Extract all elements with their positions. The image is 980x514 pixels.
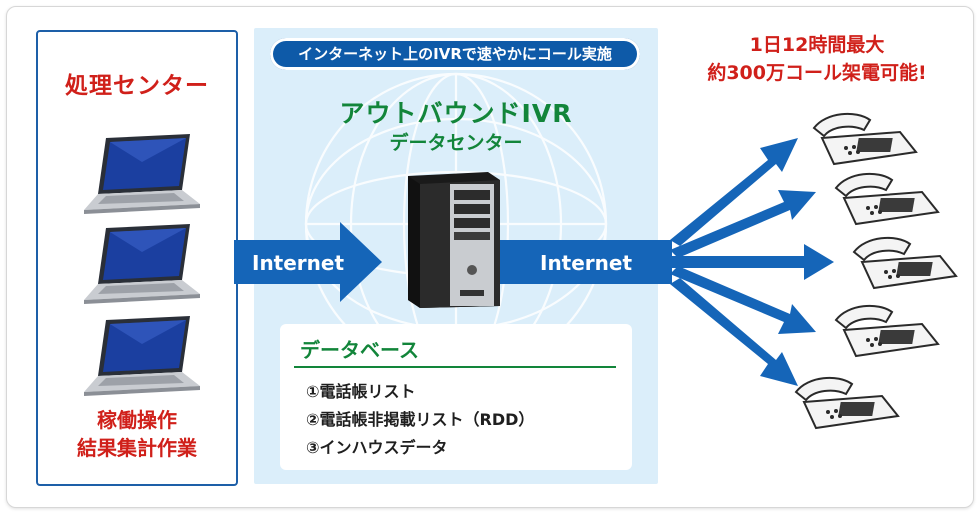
datacenter-panel: インターネット上のIVRで速やかにコール実施 アウトバウンドIVR データセンタ… — [254, 28, 658, 484]
right-internet-arrow — [500, 240, 672, 284]
database-item: ②電話帳非掲載リスト（RDD） — [306, 410, 535, 429]
server-icon — [408, 172, 500, 308]
telephone-icon — [834, 172, 940, 226]
left-internet-arrow — [234, 222, 382, 302]
internet-label-left: Internet — [252, 251, 345, 275]
telephone-icon — [812, 112, 918, 166]
database-divider — [294, 366, 616, 368]
task-line: 稼働操作 — [97, 408, 177, 432]
telephone-icon — [852, 236, 958, 290]
processing-center-tasks: 稼働操作 結果集計作業 — [38, 406, 236, 462]
telephone-icon — [834, 304, 940, 358]
database-title: データベース — [300, 338, 419, 362]
laptop-icon — [84, 316, 200, 396]
datacenter-banner: インターネット上のIVRで速やかにコール実施 — [270, 38, 640, 70]
database-box: データベース ①電話帳リスト ②電話帳非掲載リスト（RDD） ③インハウスデータ — [280, 324, 632, 470]
processing-center-panel: 処理センター 稼働操作 結果集計作業 — [36, 30, 238, 486]
database-item: ③インハウスデータ — [306, 438, 448, 457]
internet-label-right: Internet — [540, 251, 633, 275]
telephone-icon — [794, 376, 900, 430]
datacenter-title: アウトバウンドIVR — [339, 99, 573, 128]
laptop-icon — [84, 134, 200, 214]
processing-center-title: 処理センター — [65, 73, 209, 99]
datacenter-subtitle: データセンター — [389, 132, 523, 154]
laptop-icon — [84, 224, 200, 304]
capacity-line: 約300万コール架電可能! — [707, 62, 927, 84]
task-line: 結果集計作業 — [77, 436, 197, 460]
capacity-line: 1日12時間最大 — [749, 34, 885, 56]
database-item: ①電話帳リスト — [306, 382, 416, 401]
